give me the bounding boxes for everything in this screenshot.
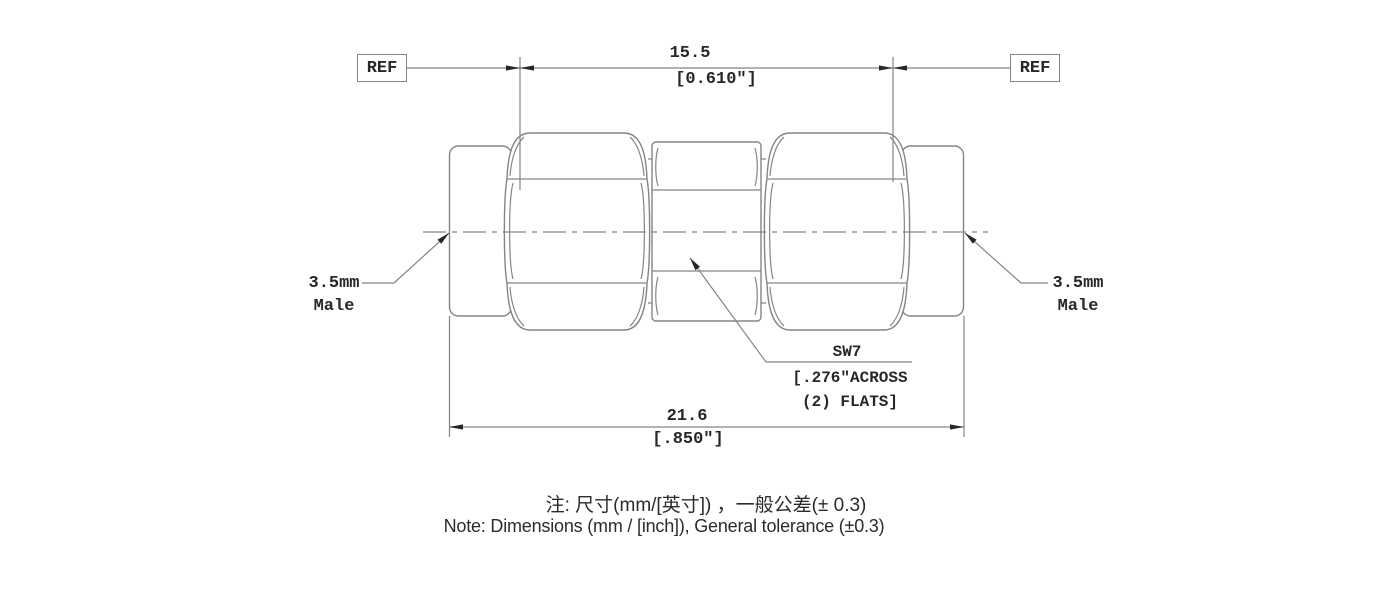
- ref-box-right: REF: [1010, 54, 1060, 82]
- center-hex-flat-lines: [652, 189, 761, 272]
- hex-callout-across: [.276″ACROSS: [792, 369, 908, 387]
- hex-callout-detail: [.276″ACROSS (2) FLATS]: [792, 366, 907, 414]
- left-connector-label: 3.5mm Male: [308, 272, 359, 318]
- right-connector-size: 3.5mm: [1052, 274, 1104, 293]
- right-male-arrowhead: [965, 233, 977, 244]
- left-hex-nut-flat-lines: [507, 178, 647, 284]
- dim-bottom-mm: 21.6: [666, 407, 708, 426]
- left-barrel-outline: [448, 145, 513, 317]
- ref-left-arrowhead: [506, 65, 520, 71]
- left-male-leader-line: [362, 232, 450, 284]
- dim-bottom-right-arrowhead: [950, 424, 964, 430]
- right-connector-label: 3.5mm Male: [1052, 272, 1103, 318]
- ref-box-left: REF: [357, 54, 407, 82]
- right-connector-gender: Male: [1057, 297, 1099, 316]
- dim-bottom-left-arrowhead: [449, 424, 463, 430]
- left-male-arrowhead: [437, 233, 449, 244]
- extension-lines: [448, 57, 965, 437]
- neck-ticks: [648, 158, 766, 304]
- center-hex-chamfer-arcs: [655, 147, 758, 316]
- dim-bottom-inch: [.850″]: [652, 430, 724, 449]
- right-male-leader-line: [964, 232, 1048, 284]
- left-connector-size: 3.5mm: [308, 274, 360, 293]
- sw7-arrowhead: [690, 258, 700, 271]
- ref-right-arrowhead: [893, 65, 907, 71]
- dim-top-inch: [0.610″]: [675, 70, 757, 89]
- left-hex-nut-chamfer-arcs: [509, 136, 645, 327]
- right-hex-nut-chamfer-arcs: [769, 136, 905, 327]
- dim-top-mm: 15.5: [669, 44, 711, 63]
- dim-top-left-arrowhead: [520, 65, 534, 71]
- hex-callout-flats: (2) FLATS]: [801, 393, 898, 411]
- right-hex-nut-flat-lines: [767, 178, 907, 284]
- hex-callout-size: SW7: [832, 343, 862, 361]
- right-barrel-outline: [900, 145, 965, 317]
- dim-top-right-arrowhead: [879, 65, 893, 71]
- sw7-leader-line: [689, 257, 912, 363]
- note-chinese: 注: 尺寸(mm/[英寸]) ，一般公差(± 0.3): [545, 495, 867, 516]
- left-connector-gender: Male: [313, 297, 355, 316]
- note-english: Note: Dimensions (mm / [inch]), General …: [443, 516, 885, 536]
